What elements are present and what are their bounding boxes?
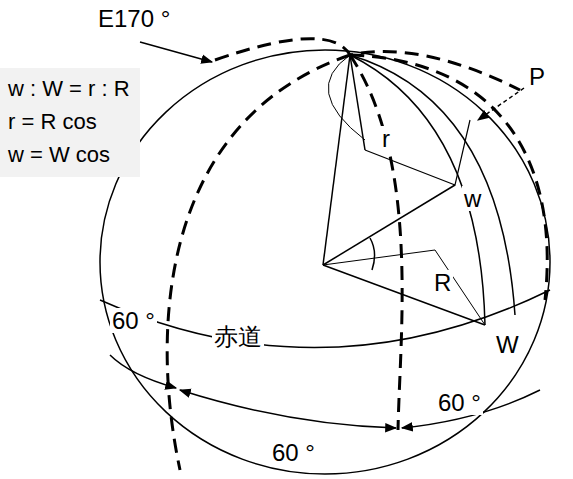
angle-arrow <box>402 390 540 428</box>
globe-outline <box>100 50 550 474</box>
diagram-label: W <box>494 332 521 357</box>
formula-text: r = R cos <box>8 105 132 138</box>
formula-text: w : W = r : R <box>8 72 132 105</box>
diagram-label: P <box>527 64 547 89</box>
dashed-meridian <box>167 55 350 470</box>
leader-arrow <box>478 88 524 120</box>
diagram-label: 赤道 <box>212 324 264 349</box>
leader-arrow <box>140 42 212 62</box>
diagram-label: w <box>462 186 483 211</box>
diagram-label: R <box>432 270 453 295</box>
diagram-label: r <box>380 126 392 151</box>
axis <box>323 55 350 265</box>
pole-line <box>328 55 365 140</box>
angle-arrow <box>110 355 176 388</box>
radius <box>323 265 485 325</box>
meridian <box>350 55 515 315</box>
angle-arc <box>370 238 375 270</box>
parallel-radius <box>365 120 470 185</box>
diagram-label: 60 ° <box>436 390 483 415</box>
axis-segment <box>350 55 365 150</box>
angle-arrow <box>180 390 396 428</box>
radius <box>323 185 455 265</box>
formula-text: w = W cos <box>8 138 132 171</box>
diagram-label: 60 ° <box>110 308 157 333</box>
dashed-meridian <box>350 55 547 300</box>
dashed-parallel <box>215 39 520 90</box>
diagram-label: 60 ° <box>270 440 317 465</box>
formula-box: w : W = r : Rr = R cosw = W cos <box>0 68 140 177</box>
radius <box>323 250 435 265</box>
diagram-label: E170 ° <box>96 6 172 31</box>
dashed-meridian <box>350 55 402 430</box>
